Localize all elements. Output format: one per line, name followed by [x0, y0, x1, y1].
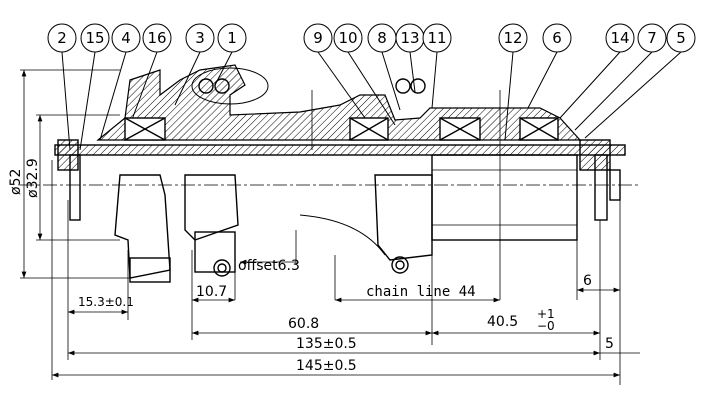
- balloon-label: 7: [647, 29, 657, 47]
- balloon-label: 11: [427, 29, 446, 47]
- balloon-label: 9: [313, 29, 323, 47]
- dim-offset: offset6.3: [238, 258, 300, 274]
- part-balloons: 2 15 4 16 3 1 9 10 8 13 11 12 6 14 7 5: [47, 23, 696, 53]
- balloon-label: 16: [147, 29, 166, 47]
- balloon-label: 3: [195, 29, 205, 47]
- balloon-label: 12: [503, 29, 522, 47]
- dimension-texts: ø52 ø32.9 offset6.3 15.3±0.1 10.7 chain …: [8, 158, 614, 374]
- dim-left-width: 15.3±0.1: [78, 295, 134, 309]
- dimension-lines: [20, 69, 640, 385]
- balloon-label: 5: [676, 29, 686, 47]
- dim-right-end: 5: [605, 336, 614, 352]
- balloon-label: 14: [610, 29, 629, 47]
- dim-center-span: 60.8: [288, 316, 319, 332]
- balloon-label: 4: [121, 29, 131, 47]
- dim-right-tol-plus: +1: [537, 307, 555, 321]
- dim-right-span: 40.5: [487, 314, 518, 330]
- hub-body: [20, 64, 640, 283]
- dim-flange-gap: 10.7: [196, 284, 227, 300]
- dim-outer-diameter: ø52: [8, 169, 24, 195]
- dim-chain-line: chain line 44: [366, 284, 476, 300]
- balloon-label: 13: [400, 29, 419, 47]
- dim-cassette-end: 6: [583, 273, 592, 289]
- dim-total-width: 145±0.5: [296, 358, 357, 374]
- balloon-label: 6: [552, 29, 562, 47]
- balloon-label: 10: [338, 29, 357, 47]
- balloon-label: 2: [57, 29, 67, 47]
- balloon-label: 15: [85, 29, 104, 47]
- dim-hub-width: 135±0.5: [296, 336, 357, 352]
- balloon-label: 1: [227, 29, 237, 47]
- dim-right-tol-minus: −0: [537, 319, 555, 333]
- dim-inner-diameter: ø32.9: [25, 158, 41, 198]
- balloon-label: 8: [377, 29, 387, 47]
